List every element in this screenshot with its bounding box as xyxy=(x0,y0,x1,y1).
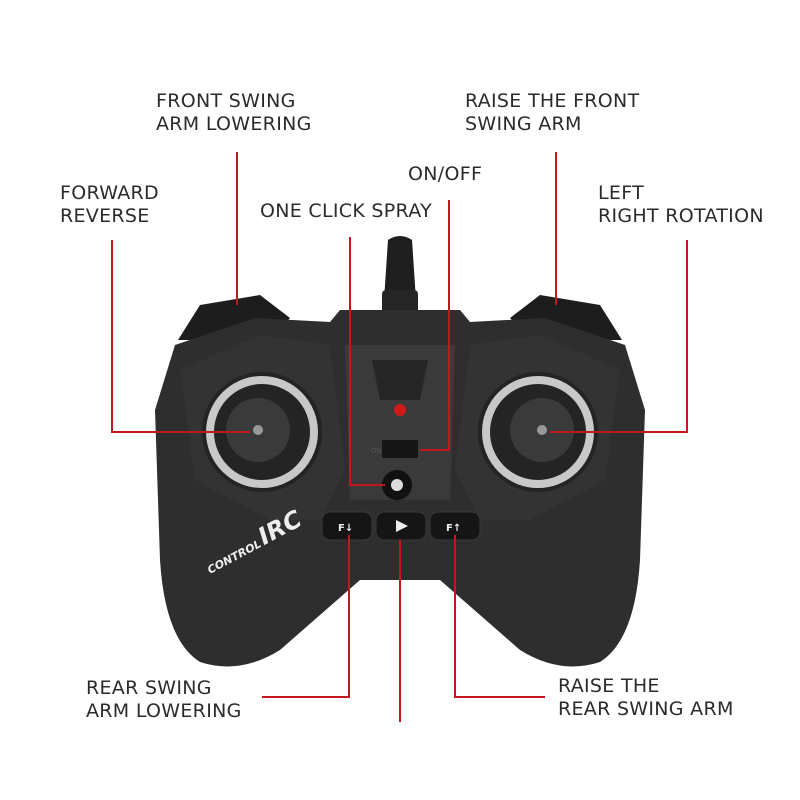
label-on-off: ON/OFF xyxy=(408,163,482,186)
antenna-base xyxy=(382,290,418,314)
switch-on-text: ON xyxy=(371,447,382,455)
label-left-right-rotation: LEFT RIGHT ROTATION xyxy=(598,182,764,228)
label-raise-rear-swing-arm: RAISE THE REAR SWING ARM xyxy=(558,675,734,721)
label-one-click-spray: ONE CLICK SPRAY xyxy=(260,200,432,223)
label-line: ONE CLICK SPRAY xyxy=(260,200,433,222)
power-led xyxy=(394,404,406,416)
right-joystick-screw xyxy=(537,425,547,435)
label-line: FORWARD xyxy=(60,182,159,204)
label-line: ON/OFF xyxy=(408,163,483,185)
label-line: LEFT xyxy=(598,182,644,204)
label-line: REAR SWING ARM xyxy=(558,698,734,720)
play-icon xyxy=(396,520,408,532)
label-raise-front-swing-arm: RAISE THE FRONT SWING ARM xyxy=(465,90,639,136)
label-line: ARM LOWERING xyxy=(86,700,242,722)
led-housing xyxy=(372,360,428,400)
label-front-swing-arm-lowering: FRONT SWING ARM LOWERING xyxy=(156,90,312,136)
button-f-down: F↓ xyxy=(338,523,353,534)
button-f-up: F↑ xyxy=(446,523,461,534)
label-line: RAISE THE xyxy=(558,675,660,697)
label-line: REVERSE xyxy=(60,205,150,227)
label-line: REAR SWING xyxy=(86,677,212,699)
label-line: RAISE THE FRONT xyxy=(465,90,640,112)
callout-lines xyxy=(111,152,688,722)
center-panel xyxy=(345,345,455,500)
antenna xyxy=(384,236,416,300)
label-rear-swing-arm-lowering: REAR SWING ARM LOWERING xyxy=(86,677,242,723)
label-forward-reverse: FORWARD REVERSE xyxy=(60,182,159,228)
label-line: RIGHT ROTATION xyxy=(598,205,764,227)
spray-icon xyxy=(391,479,403,491)
front-lower-button xyxy=(321,511,373,541)
label-line: FRONT SWING xyxy=(156,90,296,112)
left-joystick-screw xyxy=(253,425,263,435)
label-line: SWING ARM xyxy=(465,113,582,135)
power-switch xyxy=(382,440,418,458)
label-line: ARM LOWERING xyxy=(156,113,312,135)
